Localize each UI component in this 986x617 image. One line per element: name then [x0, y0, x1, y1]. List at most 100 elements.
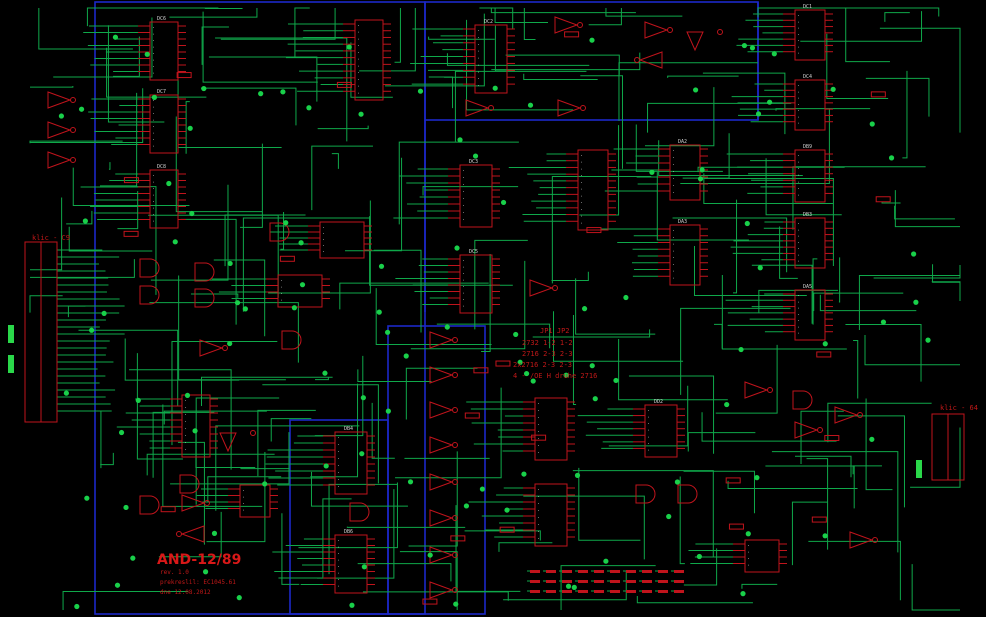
capacitor [658, 590, 668, 593]
jumper-table-row-2: 2716 2-3 2-3 [522, 350, 573, 358]
capacitor [578, 590, 588, 593]
svg-text:.: . [462, 270, 465, 276]
capacitor [546, 580, 556, 583]
svg-text:.: . [672, 161, 675, 167]
svg-text:.: . [580, 199, 583, 205]
svg-text:.: . [797, 43, 800, 49]
svg-text:.: . [462, 209, 465, 215]
svg-text:.: . [537, 493, 540, 499]
svg-text:.: . [337, 469, 340, 475]
capacitor [674, 570, 684, 573]
svg-text:.: . [797, 258, 800, 264]
svg-text:.: . [152, 211, 155, 217]
svg-text:.: . [152, 31, 155, 37]
buffer-gate [465, 99, 490, 117]
svg-text:.: . [462, 202, 465, 208]
ic-package [644, 404, 678, 458]
svg-text:.: . [152, 205, 155, 211]
ic-package [534, 397, 568, 461]
svg-text:.: . [477, 75, 480, 81]
ic-package [669, 144, 701, 201]
buffer-gate [644, 21, 669, 39]
resistor [728, 523, 744, 530]
resistor [875, 196, 891, 203]
svg-text:.: . [357, 49, 360, 55]
capacitor [578, 570, 588, 573]
resistor [816, 351, 832, 358]
connector-64 [916, 413, 965, 481]
title-block-rev: rev. 1.0 [160, 569, 189, 576]
buffer-gate [529, 279, 554, 297]
svg-text:.: . [580, 165, 583, 171]
svg-text:.: . [537, 400, 540, 406]
svg-text:.: . [152, 218, 155, 224]
svg-text:.: . [477, 68, 480, 74]
svg-text:.: . [152, 70, 155, 76]
ic-package [794, 149, 826, 203]
capacitor [562, 570, 572, 573]
capacitor [610, 590, 620, 593]
ic-package [744, 539, 780, 573]
ic-label: DC3 [469, 159, 478, 165]
svg-text:.: . [337, 476, 340, 482]
ic-packages: ........................................… [138, 9, 833, 594]
ic-package [319, 221, 365, 259]
svg-text:.: . [357, 69, 360, 75]
buffer-gate [429, 366, 454, 384]
svg-text:.: . [537, 528, 540, 534]
svg-text:.: . [462, 195, 465, 201]
svg-text:.: . [152, 143, 155, 149]
svg-text:.: . [152, 130, 155, 136]
svg-text:.: . [797, 330, 800, 336]
buffer-gate [47, 151, 72, 169]
ic-package [459, 164, 493, 228]
wire-network [29, 7, 961, 611]
svg-text:.: . [337, 583, 340, 589]
svg-text:.: . [477, 41, 480, 47]
svg-text:.: . [580, 179, 583, 185]
svg-text:.: . [184, 425, 187, 431]
svg-text:.: . [337, 441, 340, 447]
capacitor [658, 580, 668, 583]
title-block-title: AND-12/89 [157, 552, 241, 568]
buffer-gate [429, 581, 454, 599]
svg-text:.: . [462, 264, 465, 270]
svg-text:.: . [580, 152, 583, 158]
ic-package [794, 79, 826, 131]
svg-text:.: . [242, 494, 245, 500]
title-block-author: prekreslil: EC1045.61 [160, 579, 236, 586]
svg-text:.: . [462, 167, 465, 173]
svg-text:.: . [280, 284, 283, 290]
jumper-table-row-3: 2x2716 2-3 2-3 [513, 361, 572, 369]
capacitor [530, 570, 540, 573]
svg-text:.: . [152, 57, 155, 63]
svg-text:.: . [337, 544, 340, 550]
svg-text:.: . [797, 311, 800, 317]
capacitor [658, 570, 668, 573]
buffer-gate [429, 509, 454, 527]
logic-gates [47, 16, 891, 605]
svg-text:.: . [357, 35, 360, 41]
capacitor [578, 580, 588, 583]
svg-text:.: . [152, 110, 155, 116]
svg-text:.: . [462, 303, 465, 309]
svg-text:.: . [322, 242, 325, 248]
svg-text:.: . [647, 446, 650, 452]
svg-text:.: . [580, 186, 583, 192]
svg-text:.: . [580, 213, 583, 219]
svg-text:.: . [337, 576, 340, 582]
svg-text:.: . [672, 227, 675, 233]
svg-text:.: . [152, 104, 155, 110]
svg-text:.: . [672, 234, 675, 240]
svg-text:.: . [152, 172, 155, 178]
svg-text:.: . [537, 535, 540, 541]
ic-label: DB6 [344, 529, 353, 535]
svg-text:.: . [537, 486, 540, 492]
svg-text:.: . [797, 185, 800, 191]
ic-package [669, 224, 701, 286]
buffer-gate [47, 91, 72, 109]
and-gate [139, 495, 160, 515]
buffer-gate [744, 381, 769, 399]
svg-text:.: . [580, 219, 583, 225]
buffer-gate [849, 531, 874, 549]
